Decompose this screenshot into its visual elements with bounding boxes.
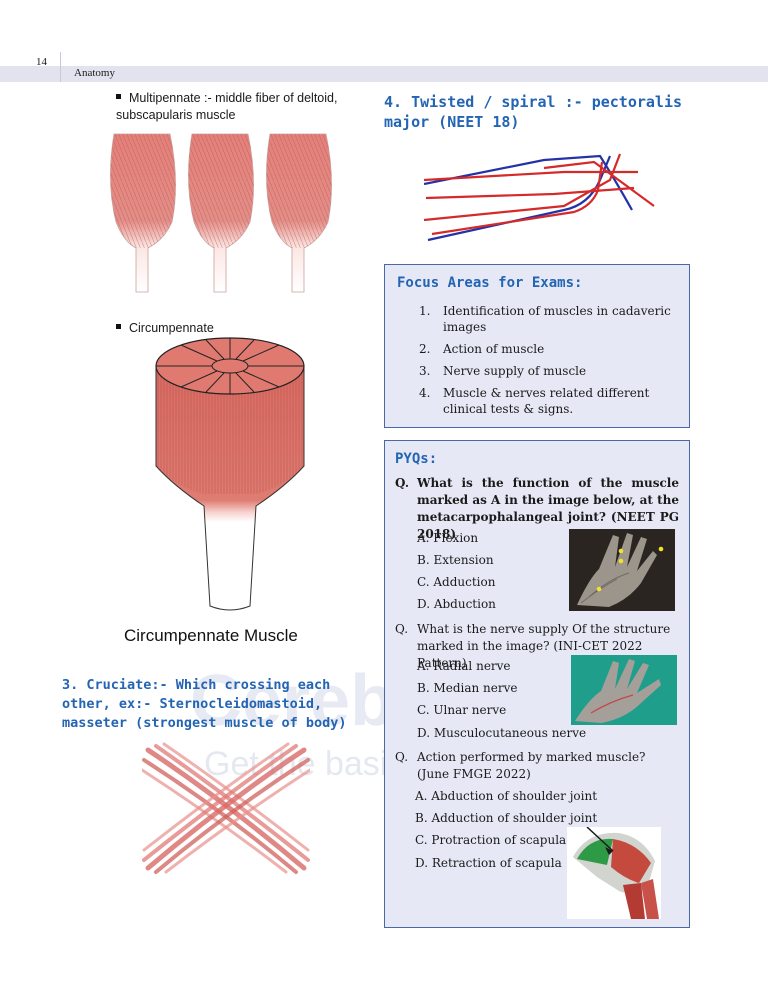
pyq1-option-b: B. Extension [417,553,494,567]
multipennate-label: Multipennate :- middle fiber of deltoid,… [116,91,338,122]
twisted-muscle-figure [424,153,655,242]
cruciate-muscle-figure [142,742,310,874]
pyq1-option-d: D. Abduction [417,597,496,611]
pyq3-option-a: A. Abduction of shoulder joint [415,789,598,803]
pyq2-option-d: D. Musculocutaneous nerve [417,726,587,740]
pyq3-option-c: C. Protraction of scapula [415,833,567,847]
pyq-question-2: Q.What is the nerve supply Of the struct… [395,622,671,670]
pyq3-option-d: D. Retraction of scapula [415,856,562,870]
pyq-question-3: Q.Action performed by marked muscle? (Ju… [395,750,646,781]
focus-item: 3.Nerve supply of muscle [419,364,587,378]
multipennate-unit-2 [188,133,254,293]
multipennate-unit-3 [266,133,332,293]
pyq2-hand-image [571,655,677,725]
pyqs-title: PYQs: [395,451,438,467]
pyq1-hand-image [569,529,675,611]
pyq2-option-c: C. Ulnar nerve [417,703,507,717]
page-number: 14 [36,56,47,68]
circumpennate-caption: Circumpennate Muscle [124,626,298,645]
focus-areas-title: Focus Areas for Exams: [397,275,583,291]
focus-areas-box: Focus Areas for Exams: 1.Identification … [384,264,690,428]
pyq-question-1: Q.What is the function of the muscle mar… [395,476,679,541]
focus-item: 2.Action of muscle [419,342,545,356]
multipennate-unit-1 [110,133,176,293]
bullet-square-icon [116,324,121,330]
focus-item: 4.Muscle & nerves related different clin… [419,386,650,416]
twisted-heading: 4. Twisted / spiral :- pectoralis major … [384,93,683,131]
header-bar [0,66,768,82]
pyqs-box: PYQs: Q.What is the function of the musc… [384,440,690,928]
cruciate-heading: 3. Cruciate:- Which crossing each other,… [62,677,347,731]
pyq1-option-c: C. Adduction [417,575,496,589]
header-title: Anatomy [74,67,115,79]
multipennate-muscle-figure [110,133,332,293]
bullet-square-icon [116,94,121,100]
pyq3-option-b: B. Adduction of shoulder joint [415,811,598,825]
pyq3-shoulder-image [567,827,661,919]
pyq2-option-b: B. Median nerve [417,681,518,695]
header-tab-divider [60,52,89,82]
pyq1-option-a: A. Flexion [417,531,479,545]
circumpennate-label: Circumpennate [116,320,214,337]
focus-item: 1.Identification of muscles in cadaveric… [419,304,671,334]
pyq2-option-a: A. Radial nerve [417,659,511,673]
circumpennate-muscle-figure [155,337,305,611]
focus-areas-list: 1.Identification of muscles in cadaveric… [419,303,679,423]
